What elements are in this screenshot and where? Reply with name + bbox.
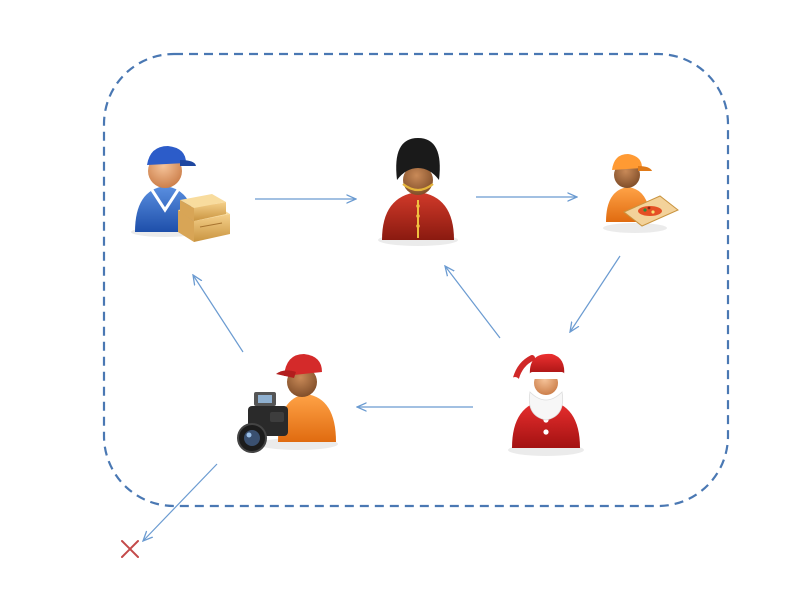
pizza-delivery-person-icon	[603, 154, 679, 233]
santa-claus-icon	[508, 353, 584, 456]
x-mark-icon	[121, 540, 139, 558]
edge-photographer-to-courier	[193, 275, 244, 353]
edge-santa-to-guard	[445, 266, 501, 339]
edge-pizza-to-santa	[570, 255, 621, 332]
photographer-with-camera-icon	[237, 354, 338, 453]
delivery-person-with-boxes-icon	[131, 146, 230, 242]
system-boundary	[102, 52, 730, 508]
edges	[143, 197, 621, 541]
edge-photographer-to-exit	[143, 463, 218, 541]
royal-guard-icon	[378, 138, 458, 246]
